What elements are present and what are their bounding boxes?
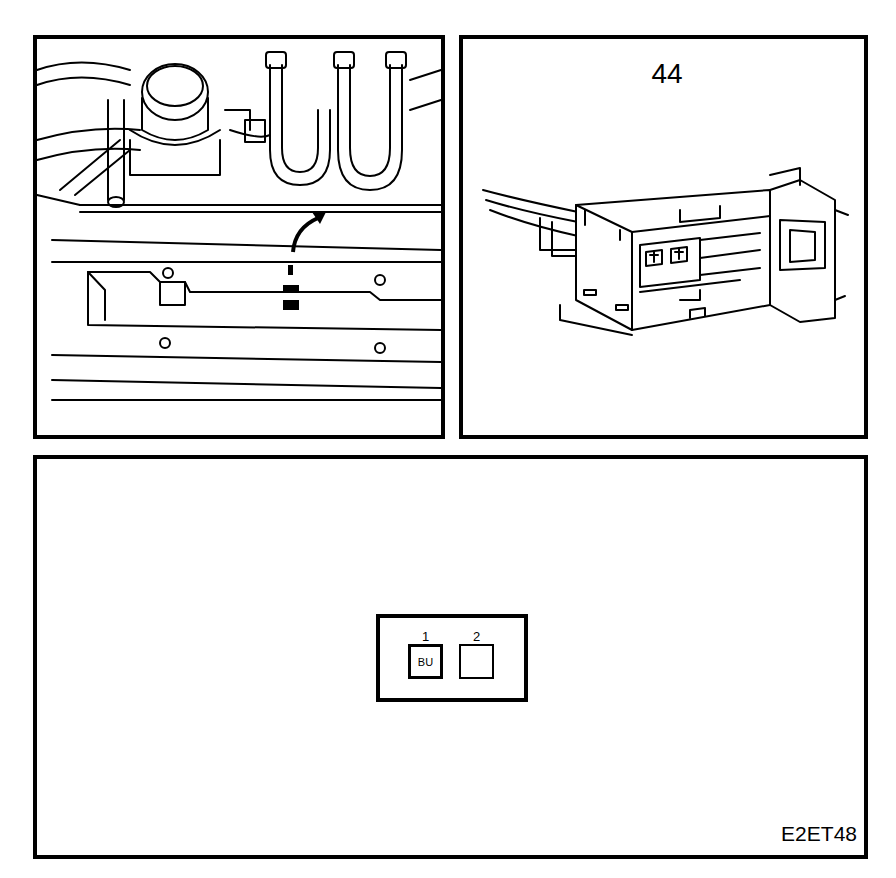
connector-drawing-part xyxy=(680,206,720,222)
panel-frame xyxy=(35,37,866,857)
pin-cavity-inner xyxy=(461,646,492,677)
engine-bay-drawing-part xyxy=(75,150,130,195)
pin-number: 2 xyxy=(459,630,494,644)
engine-bay-drawing-part xyxy=(88,272,105,320)
connector-pin: 1BU xyxy=(408,630,443,679)
callout-number: 44 xyxy=(651,58,682,90)
engine-bay-drawing-part xyxy=(375,343,385,353)
engine-bay-drawing-part xyxy=(52,355,441,362)
engine-bay-drawing-part xyxy=(130,130,220,145)
connector-drawing-part xyxy=(640,280,740,300)
connector-drawing-part xyxy=(700,233,760,275)
connector-drawing-part xyxy=(616,305,628,310)
engine-bay-drawing-part xyxy=(350,65,390,176)
connector-drawing-part xyxy=(560,305,632,335)
engine-bay-drawing-part xyxy=(88,272,441,300)
connector-drawing-part xyxy=(640,238,700,287)
engine-bay-drawing-part xyxy=(37,63,130,71)
engine-bay-drawing-part xyxy=(160,282,185,305)
connector-drawing-part xyxy=(576,205,632,330)
location-marker xyxy=(283,212,326,310)
connector-drawing-part xyxy=(780,220,825,270)
location-marker-part xyxy=(312,212,326,224)
engine-bay-drawing-part xyxy=(160,338,170,348)
engine-bay-drawing-part xyxy=(410,100,441,110)
engine-bay-drawing-part xyxy=(52,399,441,401)
pin-number: 1 xyxy=(408,630,443,644)
connector-drawing-part xyxy=(790,230,815,262)
engine-bay-drawing-part xyxy=(266,52,286,68)
engine-bay-drawing-part xyxy=(270,65,330,185)
engine-bay-drawing-part xyxy=(123,100,125,200)
engine-bay-drawing-part xyxy=(386,52,406,68)
connector-drawing-part xyxy=(835,210,848,300)
panel-frame-part xyxy=(35,457,866,857)
engine-bay-drawing-part xyxy=(142,64,208,120)
wire-color: BU xyxy=(418,656,433,668)
engine-bay-drawing-part xyxy=(410,70,441,80)
engine-bay-drawing-part xyxy=(80,204,441,206)
pin-cavity: BU xyxy=(408,644,443,679)
location-marker-part xyxy=(283,300,299,310)
engine-bay-drawing-part xyxy=(52,380,441,388)
figure-code: E2ET48 xyxy=(781,822,857,846)
connector-drawing-part xyxy=(540,218,576,250)
location-marker-part xyxy=(293,218,318,252)
connector-pin: 2 xyxy=(459,630,494,679)
engine-bay-drawing-part xyxy=(245,120,265,142)
connector-drawing-part xyxy=(646,250,662,266)
connector-drawing-part xyxy=(584,290,596,295)
pin-cavity xyxy=(459,644,494,679)
engine-bay-drawing-part xyxy=(52,240,441,250)
panel-frame-part xyxy=(461,37,866,437)
connector-drawing-part xyxy=(483,190,578,212)
engine-bay-drawing-part xyxy=(282,65,318,172)
engine-bay-drawing-part xyxy=(147,66,203,106)
engine-bay-drawing-part xyxy=(88,272,441,330)
connector-drawing-part xyxy=(632,216,770,232)
engine-bay-drawing-part xyxy=(130,140,220,175)
connector-drawing-part xyxy=(585,210,620,240)
connector-drawing-part xyxy=(552,222,576,256)
panel-frame-part xyxy=(35,37,443,437)
location-marker-part xyxy=(283,285,299,293)
engine-bay-drawing-part xyxy=(52,261,441,263)
connector-drawing-part xyxy=(675,248,683,259)
engine-bay-drawing-part xyxy=(338,65,402,190)
connector-drawing-part xyxy=(770,180,835,322)
connector-face xyxy=(378,616,526,700)
connector-drawing-part xyxy=(770,168,800,185)
engine-bay-drawing-part xyxy=(37,195,80,205)
pin-cavity-inner: BU xyxy=(410,646,441,677)
engine-bay-drawing xyxy=(37,52,441,400)
engine-bay-drawing-part xyxy=(107,100,109,200)
engine-bay-drawing-part xyxy=(80,211,441,213)
location-marker-part xyxy=(288,265,293,275)
connector-drawing-part xyxy=(490,210,578,236)
engine-bay-drawing-part xyxy=(142,98,208,140)
connector-drawing-part xyxy=(671,247,687,263)
engine-bay-drawing-part xyxy=(37,78,130,86)
connector-drawing-part xyxy=(576,190,770,330)
engine-bay-drawing-part xyxy=(375,275,385,285)
engine-bay-drawing-part xyxy=(334,52,354,68)
connector-drawing xyxy=(483,168,848,335)
connector-drawing-part xyxy=(650,251,658,262)
engine-bay-drawing-part xyxy=(163,268,173,278)
connector-drawing-part xyxy=(690,308,705,318)
connector-drawing-part xyxy=(486,200,578,222)
